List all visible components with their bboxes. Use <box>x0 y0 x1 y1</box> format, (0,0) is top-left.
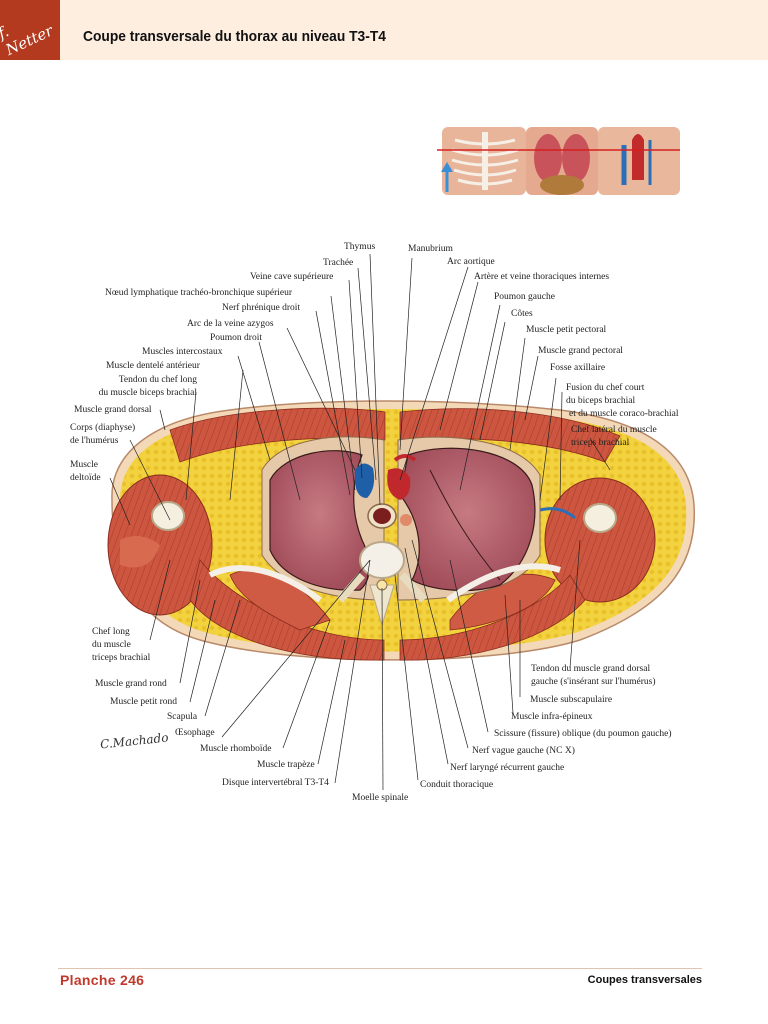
section-title: Coupes transversales <box>587 974 702 986</box>
label-nerf-phrenique: Nerf phrénique droit <box>222 303 301 313</box>
label-scapula: Scapula <box>167 712 198 722</box>
label-fusion-line3: et du muscle coraco-brachial <box>569 409 679 419</box>
label-tendon-biceps-line1: Tendon du chef long <box>118 375 197 385</box>
label-fosse-axillaire: Fosse axillaire <box>550 363 606 373</box>
label-nerf-laryngé: Nerf laryngé récurrent gauche <box>450 763 565 773</box>
label-deltoide-line1: Muscle <box>70 460 98 470</box>
left-lung <box>399 447 536 592</box>
mediastinum <box>354 454 417 529</box>
leader-lines <box>109 253 611 791</box>
label-infra-epineux: Muscle infra-épineux <box>511 712 593 722</box>
label-scissure-oblique: Scissure (fissure) oblique (du poumon ga… <box>494 729 672 739</box>
page-title: Coupe transversale du thorax au niveau T… <box>83 28 386 45</box>
label-poumon-droit: Poumon droit <box>210 333 262 343</box>
label-disque-intervertebral: Disque intervertébral T3-T4 <box>222 778 329 788</box>
label-tendon-biceps-line2: du muscle biceps brachial <box>98 388 197 398</box>
orientation-thumbnails <box>437 127 680 195</box>
label-grand-rond: Muscle grand rond <box>95 679 167 689</box>
right-arm-section <box>107 474 213 616</box>
label-nerf-vague: Nerf vague gauche (NC X) <box>472 746 575 756</box>
footer-divider <box>58 968 702 969</box>
label-noeud-lymphatique: Nœud lymphatique trachéo-bronchique supé… <box>105 288 293 298</box>
label-fusion-line1: Fusion du chef court <box>566 383 645 393</box>
left-arm-section <box>539 477 656 603</box>
label-poumon-gauche: Poumon gauche <box>494 292 555 302</box>
label-oesophage: Œsophage <box>175 728 215 738</box>
plate-number: Planche 246 <box>60 972 145 988</box>
label-manubrium: Manubrium <box>408 244 453 254</box>
label-chef-lateral-line1: Chef latéral du muscle <box>571 425 657 435</box>
label-corps-humerus-line1: Corps (diaphyse) <box>70 423 136 433</box>
netter-logo: f. Netter <box>0 0 60 60</box>
label-deltoide: Muscle deltoïde <box>70 459 101 485</box>
label-petit-pectoral: Muscle petit pectoral <box>526 325 607 335</box>
label-trapeze: Muscle trapèze <box>257 760 315 770</box>
label-moelle-spinale: Moelle spinale <box>352 793 409 803</box>
label-tendon-grand-dorsal: Tendon du muscle grand dorsal gauche (s'… <box>531 663 656 689</box>
label-fusion-line2: du biceps brachial <box>566 396 636 406</box>
label-corps-humerus: Corps (diaphyse) de l'humérus <box>70 422 135 448</box>
label-chef-lateral-line2: triceps brachial <box>571 438 630 448</box>
label-veine-cave: Veine cave supérieure <box>250 272 334 282</box>
label-arc-aortique: Arc aortique <box>447 257 495 267</box>
label-tendon-biceps: Tendon du chef long du muscle biceps bra… <box>80 374 197 400</box>
label-intercostaux: Muscles intercostaux <box>142 347 223 357</box>
label-tendon-grand-dorsal-line2: gauche (s'insérant sur l'humérus) <box>531 677 656 687</box>
label-rhomboide: Muscle rhomboïde <box>200 744 272 754</box>
label-arteres-thoraciques: Artère et veine thoraciques internes <box>474 272 610 282</box>
label-thymus: Thymus <box>344 242 376 252</box>
label-chef-long-triceps: Chef long du muscle triceps brachial <box>92 626 150 665</box>
label-grand-pectoral: Muscle grand pectoral <box>538 346 623 356</box>
label-arc-azygos: Arc de la veine azygos <box>187 319 274 329</box>
label-chef-long-line1: Chef long <box>92 627 130 637</box>
label-tendon-grand-dorsal-line1: Tendon du muscle grand dorsal <box>531 664 651 674</box>
label-grand-dorsal: Muscle grand dorsal <box>74 405 152 415</box>
label-deltoide-line2: deltoïde <box>70 473 101 483</box>
label-dentele: Muscle dentelé antérieur <box>106 361 200 371</box>
label-conduit-thoracique: Conduit thoracique <box>420 780 494 790</box>
page-header: f. Netter Coupe transversale du thorax a… <box>0 0 768 60</box>
label-corps-humerus-line2: de l'humérus <box>70 436 119 446</box>
label-chef-lateral: Chef latéral du muscle triceps brachial <box>571 424 657 450</box>
label-chef-long-line3: triceps brachial <box>92 653 151 663</box>
label-subscapulaire: Muscle subscapulaire <box>530 695 613 705</box>
label-chef-long-line2: du muscle <box>92 640 131 650</box>
label-fusion-biceps: Fusion du chef court du biceps brachial <box>566 382 644 408</box>
label-trachee: Trachée <box>323 258 354 268</box>
label-cotes: Côtes <box>511 309 533 319</box>
label-petit-rond: Muscle petit rond <box>110 697 178 707</box>
right-lung <box>269 450 370 591</box>
